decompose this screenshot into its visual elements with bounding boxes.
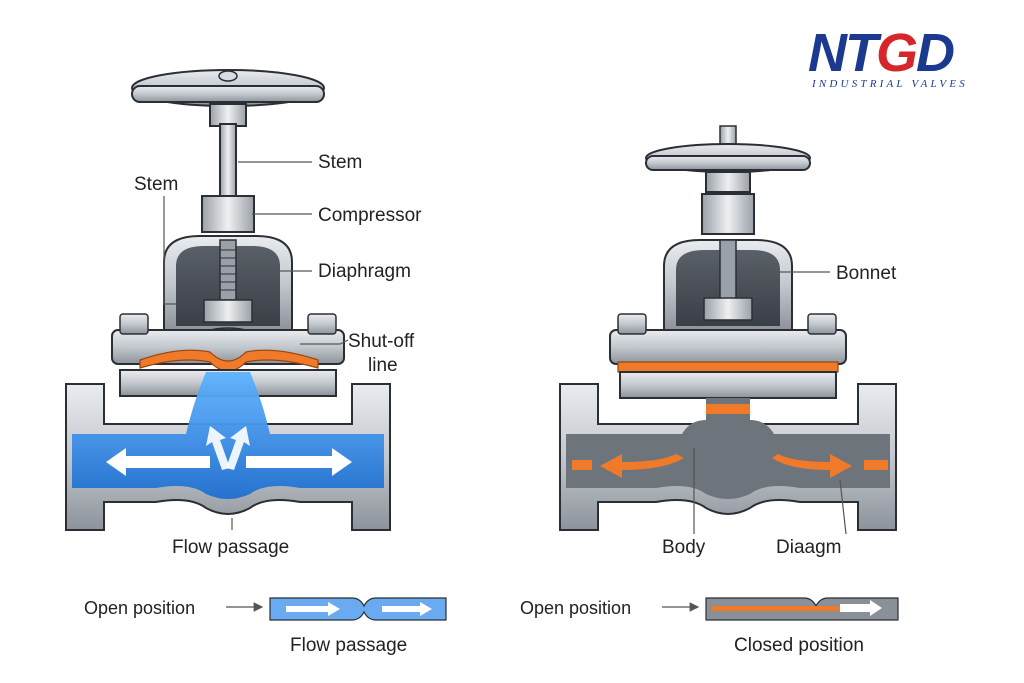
label-closed-position: Closed position <box>734 635 864 656</box>
bottom-open-diagram <box>269 597 447 621</box>
logo-tagline: INDUSTRIAL VALVES <box>812 78 968 90</box>
label-stem-right: Stem <box>318 152 363 173</box>
left-compressor <box>201 195 255 233</box>
left-flow-passage-area <box>72 372 384 499</box>
label-body: Body <box>662 537 706 558</box>
label-open-position-right: Open position <box>520 598 632 618</box>
label-shutoff-line-2: line <box>368 355 398 376</box>
label-diaagm: Diaagm <box>776 537 842 558</box>
right-flow-arrows <box>572 454 888 478</box>
left-valve <box>65 69 391 531</box>
label-compressor: Compressor <box>318 205 422 226</box>
leader-lines <box>163 161 847 612</box>
logo-wordmark: NTGD <box>808 23 955 83</box>
label-flow-passage: Flow passage <box>172 537 290 558</box>
left-diaphragm <box>139 349 319 372</box>
bottom-closed-diagram <box>705 597 899 621</box>
label-flow-passage-bottom: Flow passage <box>290 635 408 656</box>
right-valve <box>559 125 897 531</box>
left-stem <box>219 123 237 201</box>
label-open-position-left: Open position <box>84 598 196 618</box>
right-diaphragm <box>617 361 839 373</box>
label-stem-left: Stem <box>134 174 179 195</box>
label-diaphragm: Diaphragm <box>318 261 411 282</box>
right-handwheel <box>645 125 811 193</box>
left-handwheel <box>131 69 325 127</box>
label-bonnet: Bonnet <box>836 263 897 284</box>
label-shutoff-line-1: Shut-off <box>348 331 415 352</box>
ntgd-logo: NTGD INDUSTRIAL VALVES <box>808 26 993 92</box>
left-flow-arrows <box>106 426 352 476</box>
